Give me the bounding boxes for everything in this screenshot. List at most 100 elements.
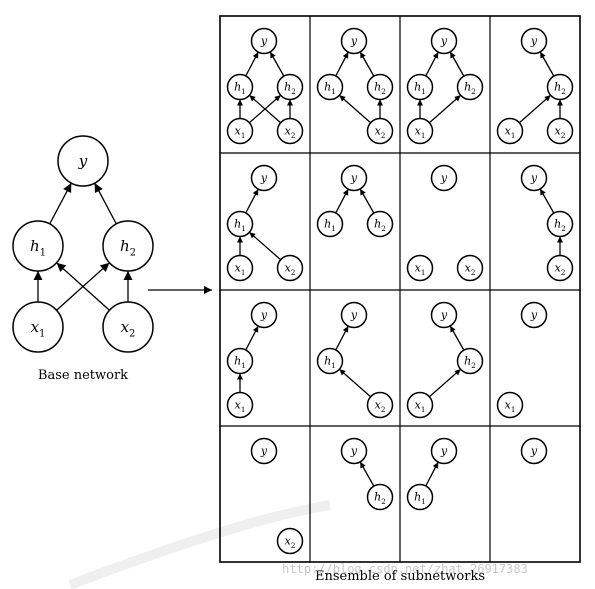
node-label-h1: h1 [414,81,426,96]
node-label-x2: x2 [285,535,296,550]
node-x1: x1 [406,117,434,145]
node-label-y: y [350,309,358,322]
watermark-text: http://blog.csdn.net/zhat_26917383 [282,562,528,576]
edge-x1-h2 [428,94,462,124]
edge-h2-y [449,51,465,77]
node-label-h1: h1 [30,237,46,259]
node-y: y [520,164,548,192]
node-y: y [520,27,548,55]
ensemble-caption: Ensemble of subnetworks [315,569,485,584]
node-h1: h1 [316,73,344,101]
node-h2: h2 [366,483,394,511]
subnetwork-cell-9: y h1 x1 [226,301,278,419]
node-label-y: y [530,309,538,322]
node-x1: x1 [226,254,254,282]
node-h1: h1 [226,73,254,101]
node-label-y: y [530,35,538,48]
node-x1: x1 [406,391,434,419]
node-label-x1: x1 [235,125,246,140]
edge-h2-y [94,182,117,225]
ensemble-grid: y h1 h2 x1 x2 y h1 h2 x2 y h1 h2 x1 y h2 x1 x2 y h1 x1 x2 y h1… [219,15,581,563]
edge-h2-y [269,51,285,77]
edge-h1-y [335,188,349,214]
node-label-h1: h1 [414,491,426,506]
node-label-x2: x2 [285,262,296,277]
edge-h1-y [245,325,259,351]
node-h2: h2 [102,220,154,272]
subnetwork-cell-15: y h1 [406,437,458,511]
node-label-x1: x1 [505,125,516,140]
node-label-h1: h1 [324,355,336,370]
node-x2: x2 [456,254,484,282]
node-label-h2: h2 [464,355,476,370]
node-label-x2: x2 [375,399,386,414]
node-y: y [430,27,458,55]
base-network-caption: Base network [38,368,128,383]
node-label-h2: h2 [374,81,386,96]
node-label-y: y [530,172,538,185]
node-label-x2: x2 [465,262,476,277]
node-label-h1: h1 [324,218,336,233]
node-label-y: y [440,445,448,458]
node-h1: h1 [12,220,64,272]
node-label-y: y [530,445,538,458]
node-h1: h1 [226,347,254,375]
node-y: y [520,301,548,329]
edge-h1-y [49,182,72,225]
node-h1: h1 [406,483,434,511]
node-x1: x1 [406,254,434,282]
node-y: y [250,301,278,329]
node-y: y [430,164,458,192]
node-label-h2: h2 [374,218,386,233]
node-h2: h2 [546,73,574,101]
edge-h1-y [245,51,259,77]
node-label-x1: x1 [235,399,246,414]
edge-h2-y [359,461,375,487]
node-label-h1: h1 [234,81,246,96]
edge-h1-y [335,51,349,77]
node-h2: h2 [366,73,394,101]
node-label-x1: x1 [415,262,426,277]
node-y: y [340,437,368,465]
node-label-x1: x1 [235,262,246,277]
node-h1: h1 [226,210,254,238]
node-label-h1: h1 [234,218,246,233]
edge-h1-y [425,51,439,77]
node-x2: x2 [276,117,304,145]
node-label-y: y [260,445,268,458]
subnetwork-cell-4: y h2 x1 x2 [496,27,574,145]
node-x1: x1 [496,117,524,145]
node-label-y: y [440,35,448,48]
node-label-x2: x2 [285,125,296,140]
edge-h2-y [449,325,465,351]
node-x2: x2 [546,117,574,145]
node-x1: x1 [12,301,64,353]
node-y: y [250,27,278,55]
node-x2: x2 [366,117,394,145]
node-label-x1: x1 [31,318,46,340]
node-y: y [250,164,278,192]
node-x2: x2 [366,391,394,419]
edge-x2-h1 [56,262,110,311]
node-y: y [57,135,109,187]
node-label-x2: x2 [555,262,566,277]
edge-h2-y [539,51,555,77]
subnetwork-cell-14: y h2 [340,437,394,511]
node-label-x2: x2 [121,318,136,340]
subnetwork-cell-10: y h1 x2 [316,301,394,419]
node-h1: h1 [316,210,344,238]
edge-x2-h1 [248,231,282,261]
node-x1: x1 [496,391,524,419]
node-label-h2: h2 [284,81,296,96]
node-label-h1: h1 [324,81,336,96]
edge-x2-h1 [338,94,372,124]
node-x2: x2 [102,301,154,353]
edge-h1-y [245,188,259,214]
subnetwork-cell-16: y [520,437,548,465]
node-label-y: y [350,35,358,48]
edge-x1-h2 [428,368,462,398]
node-y: y [520,437,548,465]
